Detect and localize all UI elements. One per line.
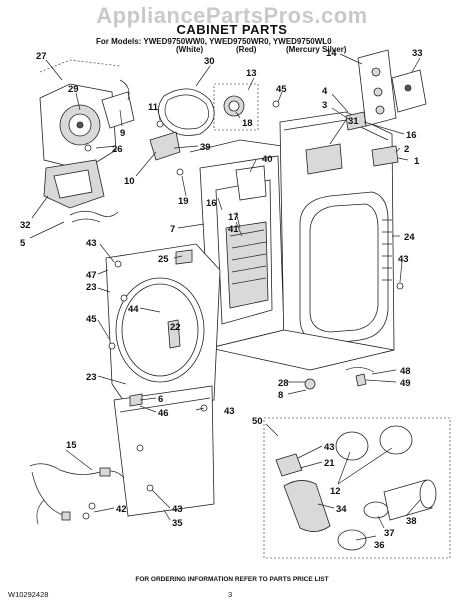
callout-3: 3	[322, 100, 327, 111]
callout-43-c: 43	[398, 254, 409, 265]
callout-32: 32	[20, 220, 31, 231]
callout-45-top: 45	[276, 84, 287, 95]
callout-43-e: 43	[172, 504, 183, 515]
callout-6: 6	[158, 394, 163, 405]
callout-35: 35	[172, 518, 183, 529]
fasteners	[88, 100, 404, 510]
callout-31: 31	[348, 116, 359, 127]
callout-40: 40	[262, 154, 273, 165]
callout-30: 30	[204, 56, 215, 67]
color-label-silver: (Mercury Silver)	[286, 45, 347, 54]
callout-38: 38	[406, 516, 417, 527]
callout-23-a: 23	[86, 282, 97, 293]
drive-belt	[158, 88, 215, 136]
callout-36: 36	[374, 540, 385, 551]
callout-28: 28	[278, 378, 289, 389]
color-label-white: (White)	[176, 45, 204, 54]
callout-22: 22	[170, 322, 181, 333]
callout-44: 44	[128, 304, 139, 315]
callout-23-b: 23	[86, 372, 97, 383]
callout-10: 10	[124, 176, 135, 187]
callout-48: 48	[400, 366, 411, 377]
callout-49: 49	[400, 378, 411, 389]
callout-43-a: 43	[86, 238, 97, 249]
motor-assembly	[39, 79, 135, 223]
callout-19: 19	[178, 196, 189, 207]
callout-47: 47	[86, 270, 97, 281]
callout-1: 1	[414, 156, 420, 167]
callout-9: 9	[120, 128, 125, 139]
wire-harness	[29, 463, 125, 525]
callout-27: 27	[36, 51, 47, 62]
callout-2: 2	[404, 144, 409, 155]
toe-panel	[113, 385, 215, 517]
callout-21: 21	[324, 458, 335, 469]
callout-42: 42	[116, 504, 127, 515]
callout-12: 12	[330, 486, 341, 497]
callout-43-b: 43	[224, 406, 235, 417]
ordering-note: FOR ORDERING INFORMATION REFER TO PARTS …	[135, 576, 329, 583]
callout-34: 34	[336, 504, 347, 515]
callout-46: 46	[158, 408, 169, 419]
callout-11: 11	[148, 102, 159, 113]
idler-bracket	[149, 120, 181, 161]
callout-33: 33	[412, 48, 423, 59]
callout-8: 8	[278, 390, 283, 401]
callout-45-mid: 45	[86, 314, 97, 325]
callout-14: 14	[326, 48, 337, 59]
page-title: CABINET PARTS	[176, 22, 288, 37]
models-line: For Models: YWED9750WW0, YWED9750WR0, YW…	[96, 37, 332, 46]
callout-41: 41	[228, 224, 239, 235]
callout-50: 50	[252, 416, 263, 427]
switch-part	[345, 111, 367, 131]
callout-4: 4	[322, 86, 328, 97]
watermark: AppliancePartsPros.com	[96, 3, 368, 28]
callout-37: 37	[384, 528, 395, 539]
terminal-block	[371, 145, 399, 167]
callout-17: 17	[228, 212, 239, 223]
leader-lines	[29, 53, 421, 541]
callout-16-left: 16	[206, 198, 217, 209]
cabinet	[209, 111, 395, 371]
front-panel	[105, 243, 221, 411]
callout-13: 13	[246, 68, 257, 79]
control-bracket	[357, 49, 427, 127]
callout-43-d: 43	[324, 442, 335, 453]
front-bulkhead	[189, 139, 285, 349]
callout-25: 25	[158, 254, 169, 265]
idler-pulley	[213, 83, 259, 131]
callout-29: 29	[68, 84, 79, 95]
callout-24: 24	[404, 232, 415, 243]
vent-kit	[263, 417, 451, 559]
color-label-red: (Red)	[236, 45, 257, 54]
callout-18: 18	[242, 118, 253, 129]
callout-5: 5	[20, 238, 26, 249]
callout-16-right: 16	[406, 130, 417, 141]
callout-39: 39	[200, 142, 211, 153]
callout-15: 15	[66, 440, 77, 451]
callout-26: 26	[112, 144, 123, 155]
callout-7: 7	[170, 224, 175, 235]
document-number: W10292428	[8, 590, 49, 599]
callout-numbers: 27 29 9 26 10 32 5 30 13 11 18 45 39 19 …	[20, 48, 423, 551]
page-number: 3	[228, 590, 233, 599]
